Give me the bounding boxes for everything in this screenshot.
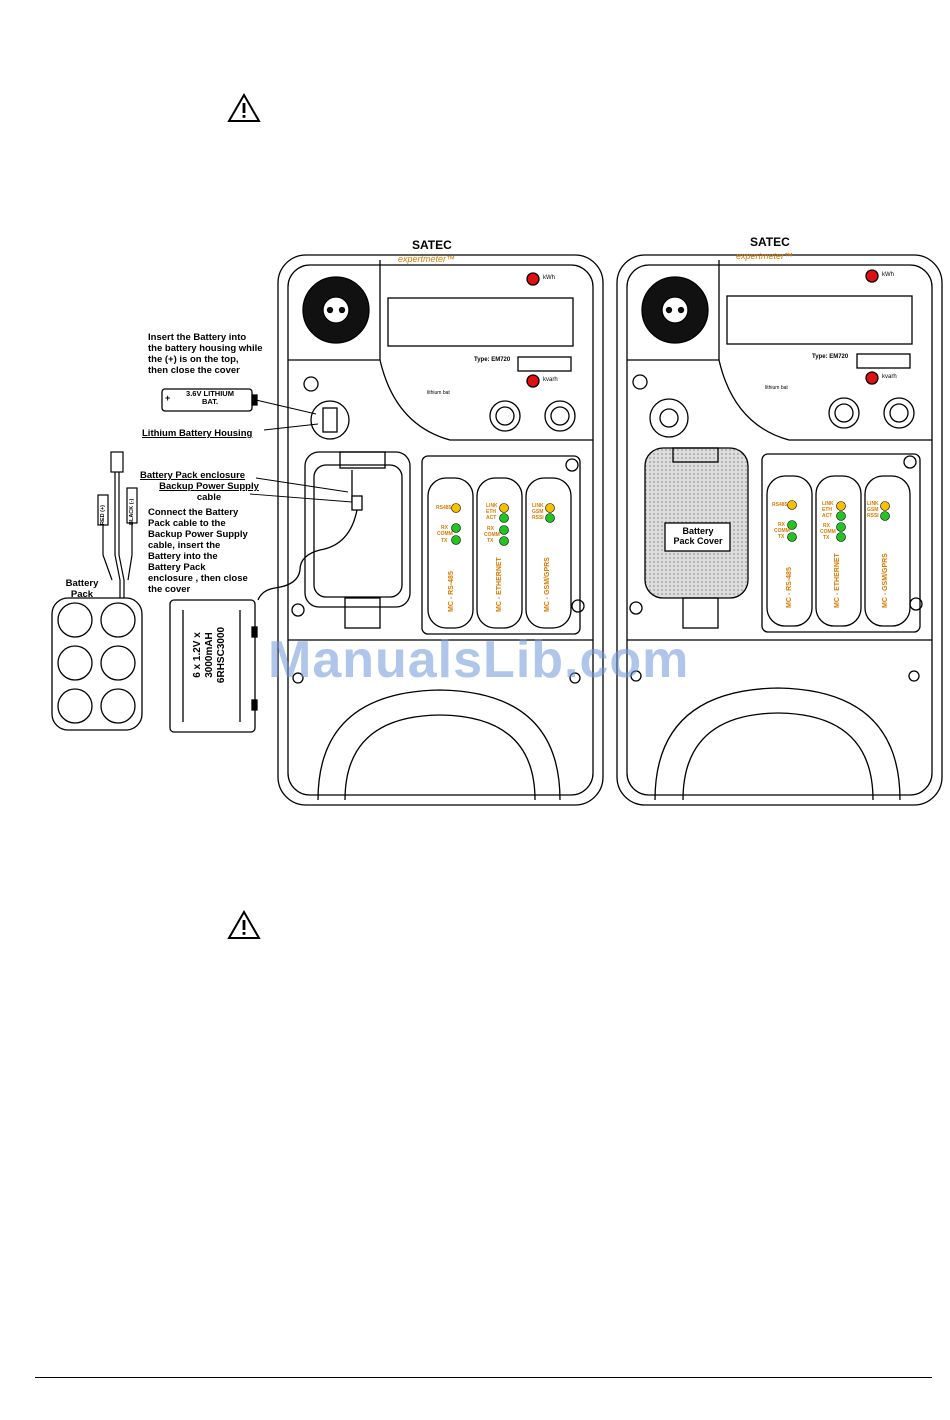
insert-battery-instructions: Insert the Battery into the battery hous… [148,332,263,376]
footer-rule [35,1377,932,1378]
led-label: LINK [867,501,879,507]
battery-pack-label: Battery Pack [65,578,99,600]
lithium-bat-left: lithium bat [427,390,450,396]
product-right: expertmeter™ [736,251,794,261]
led-label: RS485 [436,505,452,511]
lithium-battery-drawing [161,388,258,412]
led-label: TX [778,534,785,540]
led-label: GSM [532,509,544,515]
led-label: RX [778,522,785,528]
led-label: ETH [822,507,832,513]
wire-red-label: RED (+) [100,504,106,525]
warning-icon [227,910,261,939]
meter-type-right: Type: EM720 [812,354,849,360]
lithium-battery-text: 3.6V LITHIUM BAT. [186,389,234,406]
led-label: COMM [820,529,836,535]
led-label: COMM [774,528,790,534]
modules-right-leds [787,500,890,542]
pack-enclosure-label: Battery Pack enclosure [140,470,246,481]
module-name-rs485-left: MC - RS-485 [448,571,455,612]
led-label: RSSI [867,513,879,519]
led-label: RX [823,523,830,529]
led-label: ACT [486,515,497,521]
kwh-label-left: kWh [543,275,555,281]
module-name-gsm-right: MC - GSM/GPRS [882,553,889,608]
meter-right [616,254,943,806]
led-label: COMM [437,531,453,537]
meter-battery-illustration [51,254,943,806]
plus-sign: + [165,393,171,403]
modules-left-leds [451,503,555,546]
battery-wires [97,451,138,600]
kvarh-label-left: kvarh [543,377,558,383]
wire-black-label: BLACK (-) [129,498,135,525]
connect-instructions: Connect the Battery Pack cable to the Ba… [148,507,248,595]
led-label: GSM [867,507,879,513]
module-name-rs485-right: MC - RS-485 [786,567,793,608]
led-label: TX [441,538,448,544]
battery-pack-cells [51,597,143,731]
lithium-bat-right: lithium bat [765,385,788,391]
led-label: ETH [486,509,496,515]
led-label: ACT [822,513,833,519]
module-name-gsm-left: MC - GSM/GPRS [544,557,551,612]
kwh-label-right: kWh [882,272,894,278]
leader-lines [249,399,353,503]
led-label: LINK [486,503,498,509]
watermark: ManualsLib.com [268,631,690,689]
led-label: RSSI [532,515,544,521]
led-label: TX [487,538,494,544]
led-label: COMM [484,532,500,538]
battery-pack-spec-box [169,599,258,733]
lithium-housing-label: Lithium Battery Housing [142,428,253,439]
module-name-ethernet-right: MC - ETHERNET [834,553,841,608]
pack-spec-label: 6 x 1.2V x 3000mAH 6RHSC3000 [192,626,227,684]
led-label: LINK [822,501,834,507]
pack-cover-label: Battery Pack Cover [673,526,723,546]
product-left: expertmeter™ [398,254,456,264]
led-label: RX [487,526,494,532]
kvarh-label-right: kvarh [882,374,897,380]
led-label: RX [441,525,448,531]
meter-type-left: Type: EM720 [474,357,511,363]
brand-right: SATEC [750,235,790,249]
brand-left: SATEC [412,238,452,252]
led-label: LINK [532,503,544,509]
module-name-ethernet-left: MC - ETHERNET [496,557,503,612]
backup-cable-label: Backup Power Supply cable [159,481,259,503]
led-label: RS485 [772,502,788,508]
meter-left [257,254,604,806]
led-label: TX [823,535,830,541]
warning-icon [227,93,261,122]
